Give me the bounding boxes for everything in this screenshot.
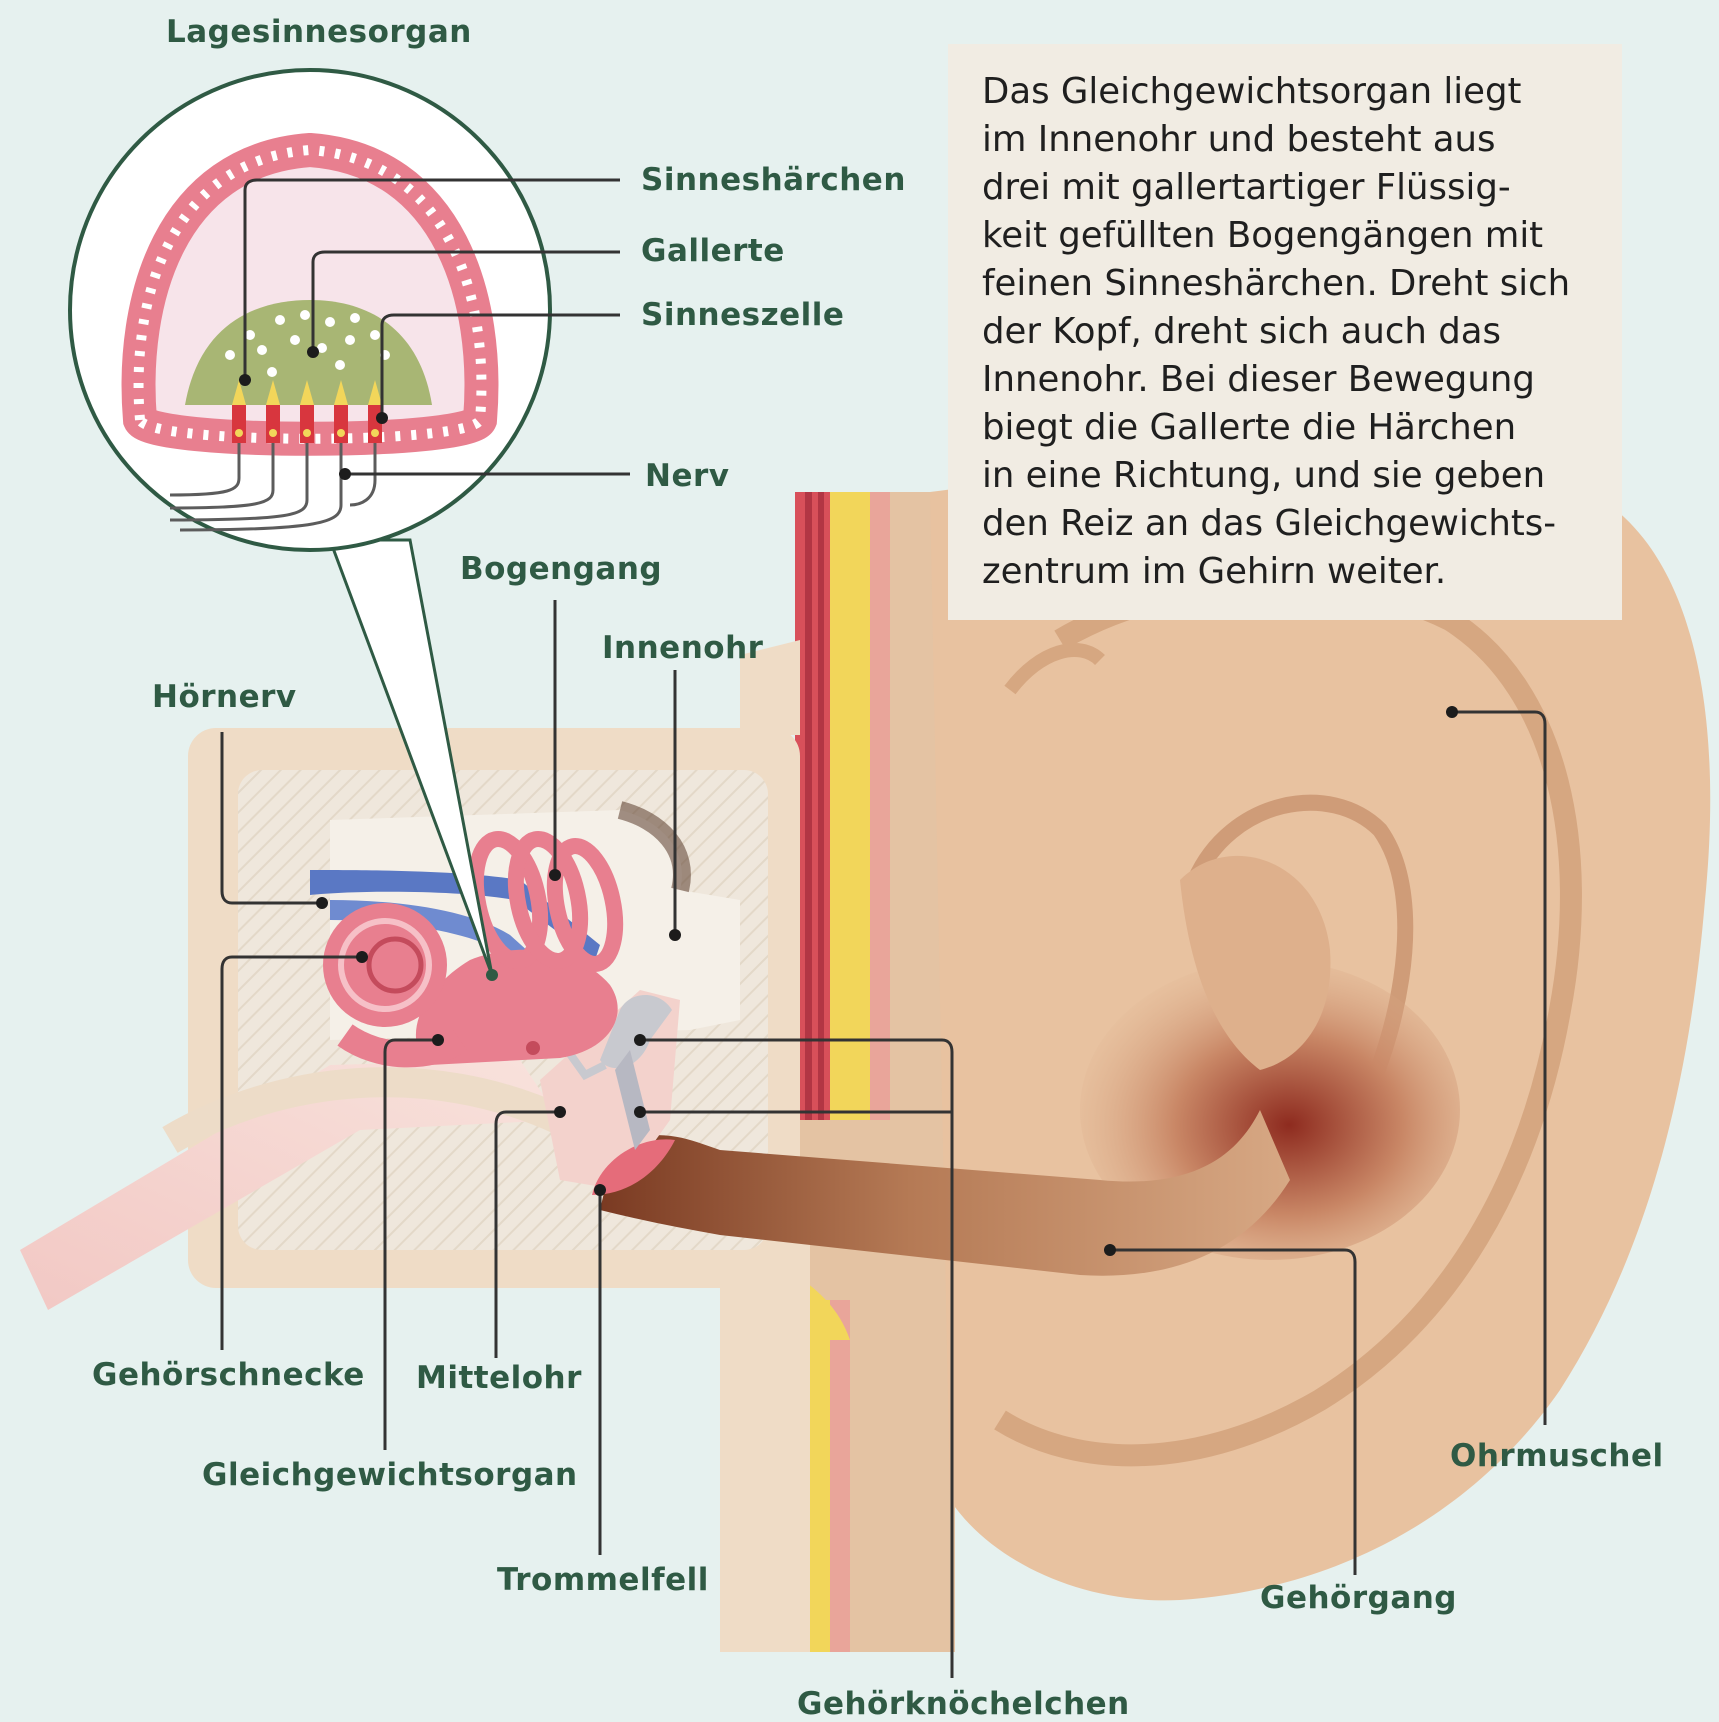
info-line: biegt die Gallerte die Härchen — [982, 404, 1602, 452]
label-innenohr: Innenohr — [602, 630, 763, 666]
label-gehoerschnecke: Gehörschnecke — [92, 1357, 365, 1393]
info-line: keit gefüllten Bogengängen mit — [982, 212, 1602, 260]
label-gleichgewichtsorgan: Gleichgewichtsorgan — [202, 1457, 578, 1493]
label-sinneshaerchen: Sinneshärchen — [641, 162, 906, 198]
info-line: der Kopf, dreht sich auch das — [982, 308, 1602, 356]
info-text: Das Gleichgewichtsorgan liegt im Innenoh… — [982, 68, 1602, 596]
label-trommelfell: Trommelfell — [497, 1562, 709, 1598]
info-line: zentrum im Gehirn weiter. — [982, 548, 1602, 596]
label-lagesinnesorgan: Lagesinnesorgan — [166, 14, 472, 50]
info-line: Innenohr. Bei dieser Bewegung — [982, 356, 1602, 404]
label-ohrmuschel: Ohrmuschel — [1450, 1438, 1664, 1474]
info-line: feinen Sinneshärchen. Dreht sich — [982, 260, 1602, 308]
info-line: den Reiz an das Gleichgewichts- — [982, 500, 1602, 548]
label-gehoerknoechelchen: Gehörknöchelchen — [797, 1686, 1130, 1722]
label-gehoergang: Gehörgang — [1260, 1580, 1457, 1616]
label-sinneszelle: Sinneszelle — [641, 297, 844, 333]
label-gallerte: Gallerte — [641, 233, 785, 269]
info-line: Das Gleichgewichtsorgan liegt — [982, 68, 1602, 116]
info-line: im Innenohr und besteht aus — [982, 116, 1602, 164]
label-hoernerv: Hörnerv — [152, 679, 297, 715]
label-bogengang: Bogengang — [460, 551, 662, 587]
label-nerv: Nerv — [645, 458, 729, 494]
label-mittelohr: Mittelohr — [416, 1360, 582, 1396]
info-line: in eine Richtung, und sie geben — [982, 452, 1602, 500]
info-line: drei mit gallertartiger Flüssig- — [982, 164, 1602, 212]
info-box: Das Gleichgewichtsorgan liegt im Innenoh… — [948, 44, 1622, 620]
